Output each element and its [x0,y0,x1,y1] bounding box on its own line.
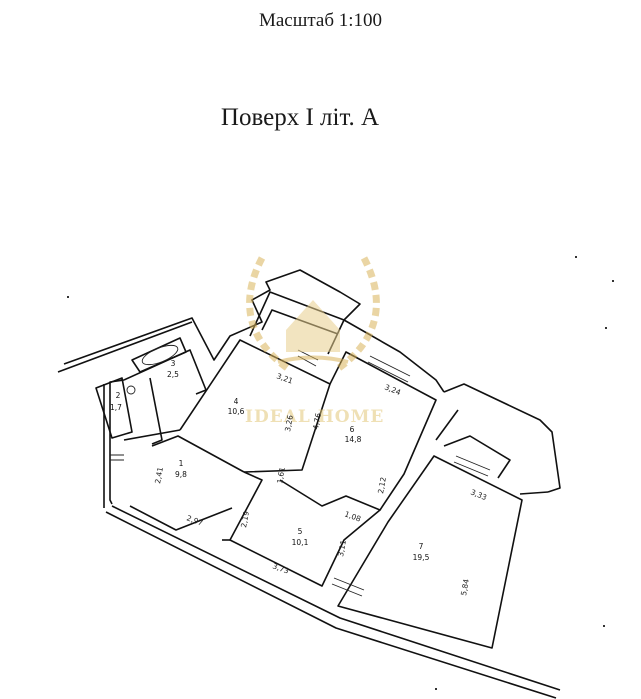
scale-label: Масштаб 1:100 [258,10,383,31]
dimension-label: 1,08 [343,509,362,523]
scan-noise [67,256,614,690]
room-number-4: 4 [234,397,239,406]
dimension-label: 2,41 [153,466,165,484]
room-area-3: 2,5 [167,370,179,379]
partitions [95,291,523,649]
dimension-label: 3,33 [469,488,488,503]
room-number-2: 2 [116,391,121,400]
room-labels: 3 2,5 2 1,7 4 10,6 6 14,8 1 9,8 5 10,1 7… [110,359,430,562]
dimension-label: 2,19 [239,510,251,528]
dimension-label: 3,26 [283,414,295,432]
room-area-1: 9,8 [175,470,187,479]
watermark-logo: IDEAL HOME [245,256,384,427]
dimension-label: 3,24 [383,383,402,398]
room-number-3: 3 [171,359,176,368]
room-number-6: 6 [350,425,355,434]
dimension-label: 1,61 [275,466,287,484]
dimension-labels: 2,41 2,97 2,19 3,73 3,11 1,08 1,61 2,12 … [153,371,488,596]
dimension-label: 3,11 [336,539,348,557]
room-area-7: 19,5 [413,553,430,562]
room-area-6: 14,8 [345,435,362,444]
floor-title: Поверх I літ. А [220,104,380,131]
dimension-label: 2,12 [376,476,388,494]
room-number-7: 7 [419,542,424,551]
dimension-label: 4,76 [311,412,323,430]
dimension-label: 3,21 [275,371,294,385]
dimension-label: 3,73 [271,561,290,575]
room-area-5: 10,1 [292,538,309,547]
watermark-text: IDEAL HOME [245,407,384,427]
room-number-5: 5 [298,527,303,536]
room-area-4: 10,6 [228,407,245,416]
outer-walls [57,269,561,699]
dimension-label: 5,84 [459,578,471,596]
room-number-1: 1 [179,459,184,468]
room-area-2: 1,7 [110,403,122,412]
